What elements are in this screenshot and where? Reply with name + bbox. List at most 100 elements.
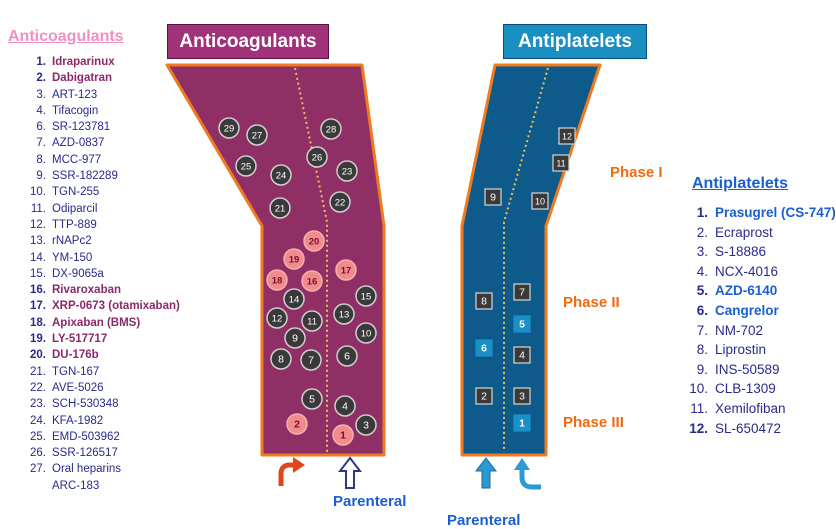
anticoagulant-item-name: Tifacogin [52,104,99,117]
anticoagulant-item: 9.SSR-182289 [22,168,180,184]
anticoagulant-marker-circle [284,327,306,349]
antiplatelet-marker-square [513,346,531,364]
anticoagulant-item-name: SR-123781 [52,121,111,134]
anticoagulant-item-name: Oral heparins [52,463,122,476]
anticoagulant-marker-number: 19 [289,255,300,266]
anticoagulant-marker-circle [270,348,292,370]
antiplatelet-item-name: Ecraprost [715,224,773,240]
anticoagulant-divider [294,67,328,452]
antiplatelet-item: 6.Cangrelor [688,301,836,321]
antiplatelet-item: 4.NCX-4016 [688,262,836,282]
antiplatelet-item: 5.AZD-6140 [688,281,836,301]
anticoagulant-marker-circle [355,414,377,436]
antiplatelet-item-name: Prasugrel (CS-747) [715,205,836,220]
anticoagulant-item-name: rNAPc2 [52,235,92,248]
antiplatelet-marker-number: 5 [519,319,525,331]
antiplatelet-divider [503,67,549,452]
anticoagulant-item-number: 19. [30,333,46,346]
anticoagulant-item-number: 21. [30,365,46,378]
anticoagulant-item: 25.EMD-503962 [22,429,180,445]
anticoagulant-item-number: 16. [30,284,46,297]
antiplatelet-item: 10.CLB-1309 [688,379,836,399]
antiplatelet-item-number: 12. [689,420,708,436]
antiplatelet-marker: 12 [558,127,576,145]
anticoagulant-marker-number: 8 [278,354,284,366]
antiplatelet-marker-square [513,387,531,405]
anticoagulant-item-number: 7. [36,137,46,150]
anticoagulant-marker: 2 [286,413,308,435]
anticoagulant-marker-number: 9 [292,333,298,345]
anticoagulant-marker: 28 [320,118,342,140]
anticoagulant-item: 23.SCH-530348 [22,396,180,412]
anticoagulant-item: 11.Odiparcil [22,201,180,217]
antiplatelet-item: 11.Xemilofiban [688,399,836,419]
anticoagulant-item-number: 1. [36,56,46,68]
anticoagulant-marker-circle [218,117,240,139]
anticoagulant-item-name: AVE-5026 [52,381,104,394]
anticoagulant-item: 4. Tifacogin [22,103,180,119]
anticoagulant-marker-number: 16 [307,277,318,288]
anticoagulant-marker-circle [303,230,325,252]
antiplatelet-item-name: CLB-1309 [715,381,776,397]
phase-3-label: Phase III [563,414,624,431]
anticoagulant-item: 3.ART-123 [22,87,180,103]
anticoagulant-marker-circle [333,303,355,325]
anticoagulant-item-number: 3. [36,88,46,101]
anticoagulant-item: 22. AVE-5026 [22,380,180,396]
anticoagulant-marker-number: 15 [361,292,372,303]
anticoagulant-marker-circle [286,413,308,435]
route-arrow-orange-icon [278,457,305,486]
antiplatelet-item: 9.INS-50589 [688,360,836,380]
antiplatelet-item-number: 2. [696,224,708,240]
anticoagulant-item-number: 26. [30,447,46,460]
anticoagulant-item-name: SSR-182289 [52,170,118,183]
antiplatelet-item-number: 7. [696,322,708,338]
anticoagulant-item-number: 24. [30,414,46,427]
antiplatelet-marker-square [552,154,570,172]
anticoagulant-marker: 24 [270,164,292,186]
anticoagulant-marker: 26 [306,146,328,168]
anticoagulant-marker: 25 [235,155,257,177]
anticoagulant-marker-number: 2 [294,419,300,431]
anticoagulant-item-number: 4. [36,104,46,117]
anticoagulant-marker-circle [335,259,357,281]
route-arrow-curved-blue-icon [514,458,541,490]
anticoagulant-marker-circle [300,349,322,371]
anticoagulant-marker-number: 27 [252,131,263,142]
anticoagulant-item-name: Idraparinux [52,56,115,68]
anticoagulant-marker: 15 [355,285,377,307]
anticoagulant-marker: 22 [329,191,351,213]
anticoagulant-item-name: Dabigatran [52,72,113,85]
anticoagulant-item-name: DX-9065a [52,267,104,280]
antiplatelet-marker-number: 8 [481,296,487,308]
anticoagulant-marker-circle [266,307,288,329]
anticoagulant-item: 20.DU-176b [22,347,180,363]
antiplatelet-marker-square [531,192,549,210]
antiplatelet-item-number: 6. [696,302,708,318]
anticoagulant-item-name: ARC-183 [52,479,100,492]
antiplatelets-list-title: Antiplatelets [692,175,789,192]
anticoagulant-item-number: 20. [30,349,46,362]
anticoagulant-item: 8.MCC-977 [22,152,180,168]
antiplatelet-marker: 10 [531,192,549,210]
anticoagulant-item-number: 22. [30,381,46,394]
antiplatelet-marker-number: 12 [562,132,572,142]
anticoagulant-marker: 29 [218,117,240,139]
antiplatelet-marker-number: 9 [490,192,496,204]
anticoagulant-marker-number: 5 [309,394,315,406]
anticoagulant-item: 26.SSR-126517 [22,445,180,461]
anticoagulant-item-name: Odiparcil [52,202,98,215]
anticoagulant-marker: 27 [246,124,268,146]
anticoagulant-item-number: 6. [36,121,46,134]
anticoagulant-item-number: 17. [30,300,46,313]
anticoagulant-marker: 9 [284,327,306,349]
antiplatelets-banner: Antiplatelets [503,24,647,59]
anticoagulant-item-name: TGN-167 [52,365,100,378]
anticoagulant-marker-number: 13 [339,310,350,321]
anticoagulant-item: 10.TGN-255 [22,184,180,200]
anticoagulant-marker-number: 17 [341,266,352,277]
anticoagulant-marker-number: 18 [272,276,283,287]
antiplatelet-marker-square [513,283,531,301]
